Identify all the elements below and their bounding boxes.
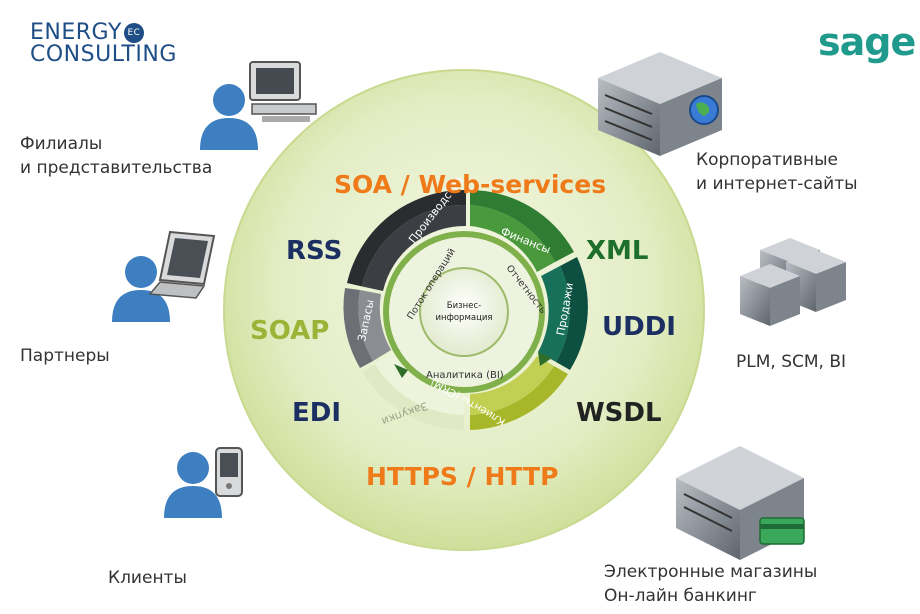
business-ring [343,189,588,430]
sites-label: Корпоративные и интернет-сайты [696,148,858,196]
center-circle [419,267,509,357]
person-icon-clients [164,452,222,518]
pda-icon [215,447,243,497]
center-text-line1: Бизнес- [447,301,481,311]
logo-consulting-text: CONSULTING [30,42,177,67]
person-icon-branches [200,84,258,150]
credit-card-icon [759,517,805,545]
protocol-uddi: UDDI [602,312,676,342]
https-title: HTTPS / HTTP [366,462,559,491]
sites-line1: Корпоративные [696,150,838,170]
logo-energy-text: ENERGY [30,20,122,45]
flow-arrow-icon [538,352,552,366]
segment-sales [556,257,588,370]
clients-label: Клиенты [108,568,187,588]
logo-ec-badge: EC [123,23,144,43]
person-icon-partners [112,256,170,322]
sites-line2: и интернет-сайты [696,174,858,194]
shops-label: Электронные магазины Он-лайн банкинг [604,560,817,608]
shops-line2: Он-лайн банкинг [604,586,757,606]
branches-line1: Филиалы [20,134,103,154]
protocol-xml: XML [586,236,649,266]
protocol-edi: EDI [292,398,342,428]
segment-stock [343,288,373,368]
segment-clients [470,366,568,430]
partners-label: Партнеры [20,346,110,366]
protocol-soap: SOAP [250,316,330,346]
protocol-wsdl: WSDL [576,398,662,428]
segment-production [361,204,466,291]
label-analytics: Аналитика (BI) [426,370,504,381]
plm-label: PLM, SCM, BI [736,352,847,372]
soa-title: SOA / Web-services [334,170,607,199]
globe-icon [689,95,719,125]
branches-label: Филиалы и представительства [20,132,212,180]
shops-line1: Электронные магазины [604,562,818,582]
segment-finance [470,190,574,262]
sage-logo: sage [818,20,916,64]
flow-arrow-icon-2 [394,364,408,378]
center-text-line2: информация [436,313,493,323]
segment-purchases [362,364,464,430]
laptop-icon [148,230,216,299]
protocol-rss: RSS [286,236,343,266]
server-rack-icon [740,238,846,326]
desktop-computer-icon [249,61,317,122]
branches-line2: и представительства [20,158,213,178]
